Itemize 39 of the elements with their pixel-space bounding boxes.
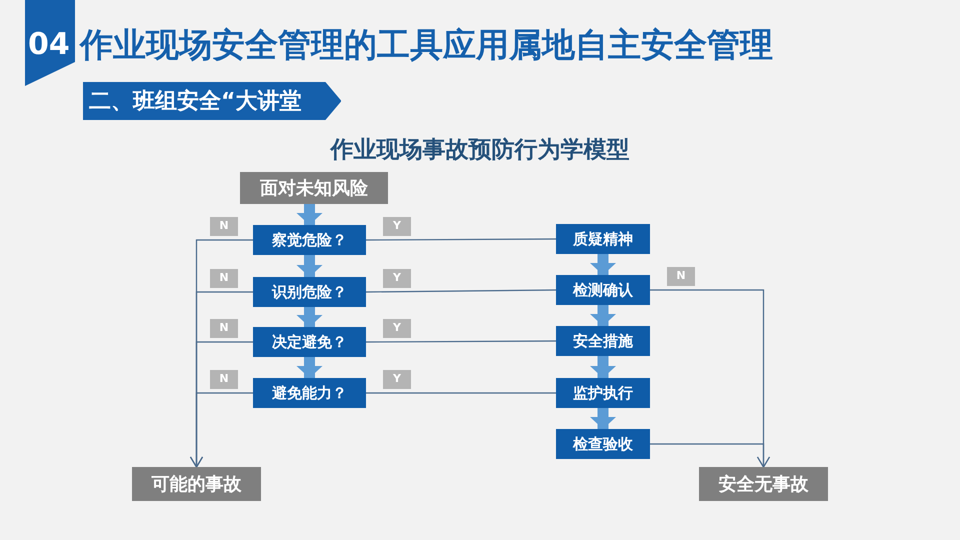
edge-label: Y — [383, 370, 411, 389]
edge-label: N — [667, 267, 695, 286]
process-box: 决定避免？ — [253, 327, 366, 357]
arrow — [190, 392, 253, 468]
process-box: 安全措施 — [556, 326, 650, 356]
edge-label: N — [210, 370, 238, 389]
process-box: 察觉危险？ — [253, 225, 366, 255]
block-arrow — [296, 204, 322, 225]
block-arrow — [296, 357, 322, 378]
process-box: 检查验收 — [556, 429, 650, 459]
section-banner: 二、班组安全“大讲堂 — [83, 82, 342, 120]
process-box: 识别危险？ — [253, 277, 366, 307]
block-arrow — [590, 305, 616, 326]
page-title: 作业现场安全管理的工具应用属地自主安全管理 — [80, 28, 773, 61]
arrow — [650, 443, 770, 468]
diagram-title: 作业现场事故预防行为学模型 — [328, 136, 630, 165]
connector-line — [366, 238, 556, 241]
block-arrow — [590, 356, 616, 378]
section-number: 04 — [28, 30, 70, 60]
terminal-box: 面对未知风险 — [240, 172, 388, 204]
terminal-box: 安全无事故 — [699, 467, 828, 501]
process-box: 监护执行 — [556, 378, 650, 408]
edge-label: N — [210, 269, 238, 288]
process-box: 避免能力？ — [253, 378, 366, 408]
block-arrow — [590, 408, 616, 429]
process-box: 检测确认 — [556, 275, 650, 305]
edge-label: Y — [383, 269, 411, 288]
edge-label: Y — [383, 217, 411, 236]
terminal-box: 可能的事故 — [132, 467, 261, 501]
edge-label: N — [210, 217, 238, 236]
block-arrow — [296, 255, 322, 277]
connector-line — [366, 289, 556, 293]
block-arrow — [590, 254, 616, 275]
block-arrow — [296, 307, 322, 327]
connector-line — [366, 392, 556, 394]
edge-label: N — [210, 319, 238, 338]
edge-label: Y — [383, 319, 411, 338]
connector-line — [366, 340, 556, 343]
process-box: 质疑精神 — [556, 224, 650, 254]
